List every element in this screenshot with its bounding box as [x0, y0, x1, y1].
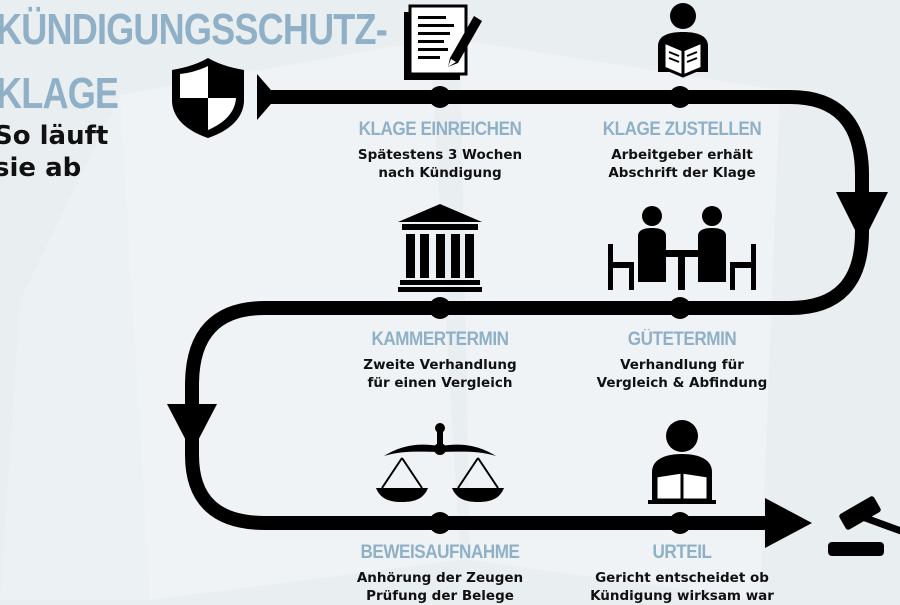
- title-line: KLAGE: [0, 69, 119, 118]
- step-dot: [429, 512, 451, 534]
- flow-path: [185, 90, 869, 530]
- desc-line: Prüfung der Belege: [366, 588, 514, 604]
- judge-icon: [648, 420, 716, 504]
- desc-line: Anhörung der Zeugen: [356, 570, 524, 586]
- shield-icon: [172, 58, 244, 138]
- desc-line: Arbeitgeber erhält: [611, 147, 753, 163]
- page-title: KÜNDIGUNGSSCHUTZ- KLAGE: [0, 0, 388, 126]
- desc-line: nach Kündigung: [378, 165, 502, 181]
- meeting-table-icon: [608, 206, 756, 290]
- step-dot: [669, 86, 691, 108]
- step-title-klage-einreichen: KLAGE EINREICHEN: [358, 119, 522, 140]
- desc-line: Vergleich & Abfindung: [596, 375, 768, 391]
- desc-line: Gericht entscheidet ob: [595, 570, 769, 586]
- person-reading-icon: [658, 3, 708, 78]
- document-pen-icon: [404, 4, 482, 80]
- step-description-klage-zustellen: Arbeitgeber erhält Abschrift der Klage: [552, 146, 812, 182]
- down-arrow-left: [167, 404, 217, 452]
- scales-icon: [376, 423, 504, 502]
- desc-line: Verhandlung für: [620, 357, 744, 373]
- step-description-guetetermin: Verhandlung für Vergleich & Abfindung: [552, 356, 812, 392]
- gavel-icon: [828, 496, 900, 556]
- subtitle-line: So läuft: [0, 121, 109, 151]
- desc-line: Kündigung wirksam war: [590, 588, 774, 604]
- step-dot: [669, 512, 691, 534]
- step-title-beweisaufnahme: BEWEISAUFNAHME: [360, 542, 520, 563]
- desc-line: Zweite Verhandlung: [363, 357, 517, 373]
- down-arrow-right: [836, 192, 888, 244]
- step-title-guetetermin: GÜTETERMIN: [627, 329, 737, 350]
- start-arrow-marker: [257, 74, 277, 120]
- desc-line: Abschrift der Klage: [608, 165, 756, 181]
- step-title-kammertermin: KAMMERTERMIN: [371, 329, 509, 350]
- end-arrow: [765, 498, 812, 548]
- courthouse-icon: [398, 204, 482, 292]
- step-title-klage-zustellen: KLAGE ZUSTELLEN: [602, 119, 762, 140]
- subtitle-line: sie ab: [0, 153, 82, 183]
- step-description-klage-einreichen: Spätestens 3 Wochen nach Kündigung: [310, 146, 570, 182]
- step-dot: [669, 297, 691, 319]
- step-description-kammertermin: Zweite Verhandlung für einen Vergleich: [310, 356, 570, 392]
- step-title-urteil: URTEIL: [652, 542, 712, 563]
- step-dot: [429, 86, 451, 108]
- page-subtitle: So läuft sie ab: [0, 120, 108, 184]
- desc-line: Spätestens 3 Wochen: [357, 147, 523, 163]
- desc-line: für einen Vergleich: [367, 375, 513, 391]
- step-dot: [429, 297, 451, 319]
- title-line: KÜNDIGUNGSSCHUTZ-: [0, 5, 388, 54]
